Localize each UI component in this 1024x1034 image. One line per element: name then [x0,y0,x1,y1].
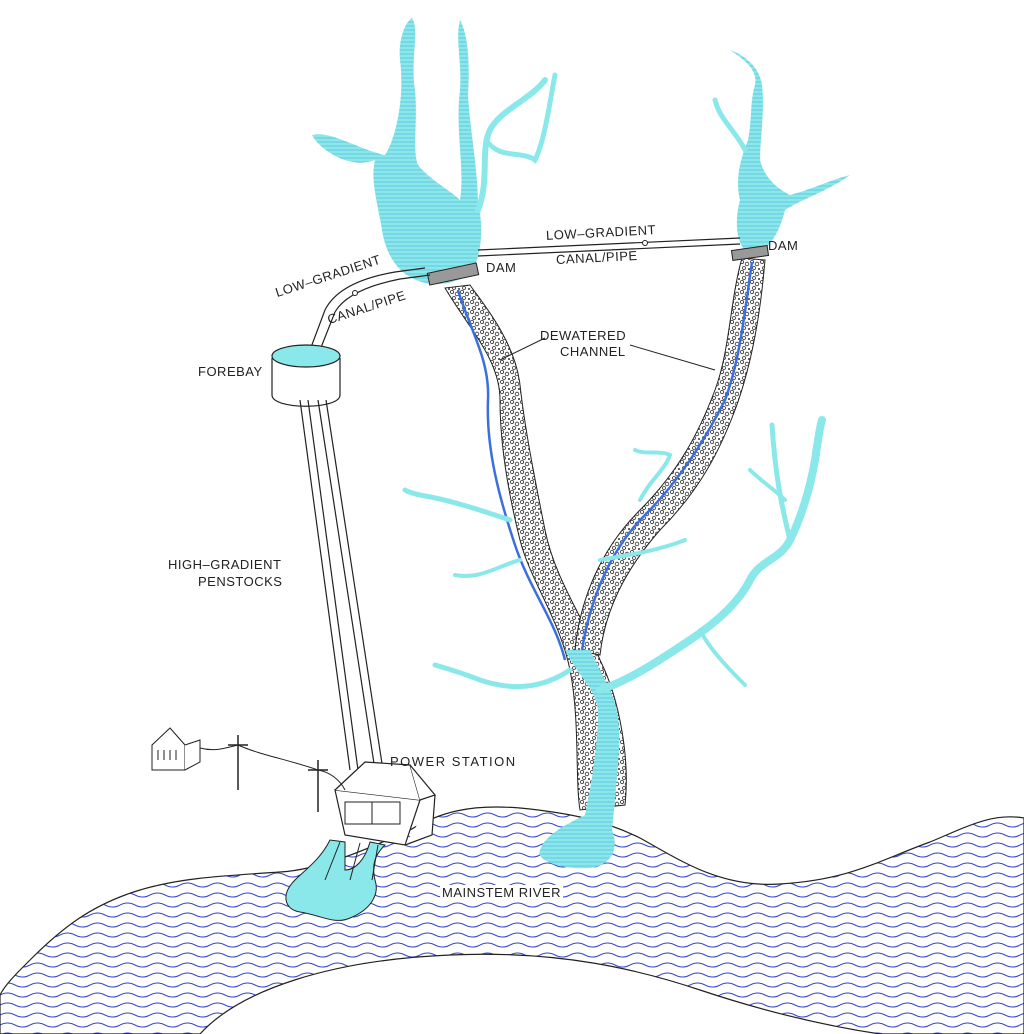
dam-right [731,246,768,261]
house-icon [152,728,200,770]
label-channel: CHANNEL [560,344,626,359]
tributary-east-2 [772,425,790,540]
label-forebay: FOREBAY [198,364,263,379]
tributary-west-3 [455,560,520,576]
reservoir-left [312,18,481,284]
tributary-west-2 [435,665,570,687]
label-dam-right: DAM [768,238,798,253]
label-penstocks: PENSTOCKS [198,574,282,589]
label-dam-left: DAM [486,260,516,275]
tributary-east-3 [700,630,745,685]
reservoir-right [730,50,850,255]
label-power-station: POWER STATION [390,754,517,769]
transmission-line [200,735,345,812]
label-dewatered: DEWATERED [540,328,626,343]
tributary-right [715,100,745,150]
power-station-building [335,762,435,845]
label-high-gradient: HIGH–GRADIENT [168,557,281,572]
forebay-water [272,345,340,367]
penstocks [300,400,383,770]
tributary-west-1 [405,490,510,520]
label-mainstem-river: MAINSTEM RIVER [440,885,563,900]
